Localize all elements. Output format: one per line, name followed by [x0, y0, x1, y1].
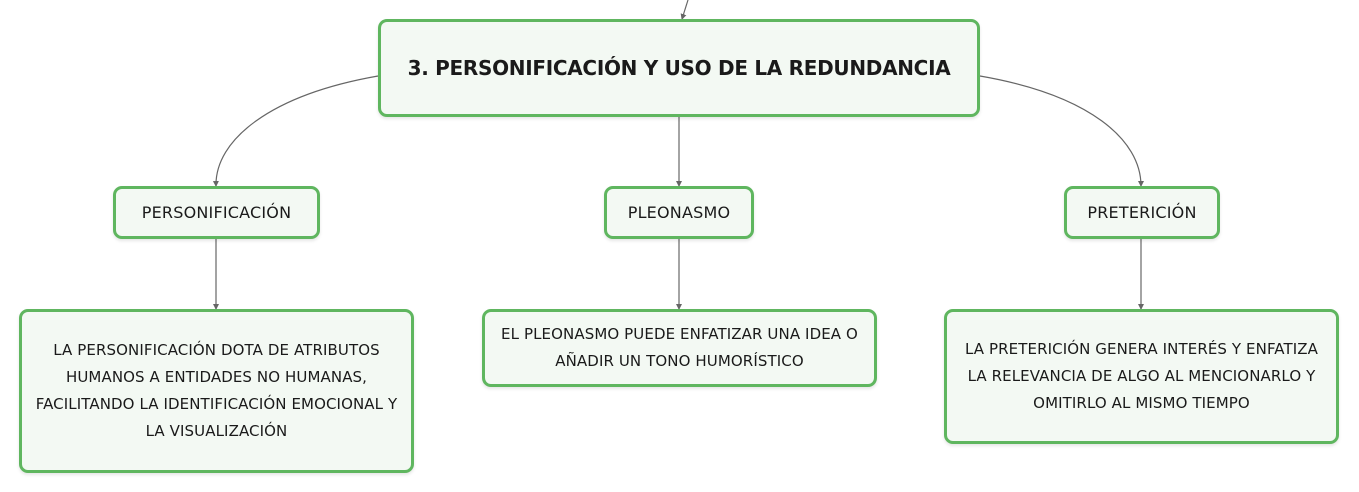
description-node-personificacion[interactable]: LA PERSONIFICACIÓN DOTA DE ATRIBUTOS HUM…	[19, 309, 414, 473]
topic-label: PLEONASMO	[627, 203, 731, 222]
topic-label: PERSONIFICACIÓN	[141, 203, 292, 222]
topic-label: PRETERICIÓN	[1087, 203, 1197, 222]
topic-node-pretericion[interactable]: PRETERICIÓN	[1064, 186, 1220, 239]
description-text: EL PLEONASMO PUEDE ENFATIZAR UNA IDEA O …	[501, 325, 858, 370]
description-node-pleonasmo[interactable]: EL PLEONASMO PUEDE ENFATIZAR UNA IDEA O …	[482, 309, 877, 387]
connector-root-personificacion	[212, 75, 379, 187]
description-node-pretericion[interactable]: LA PRETERICIÓN GENERA INTERÉS Y ENFATIZA…	[944, 309, 1339, 444]
topic-node-pleonasmo[interactable]: PLEONASMO	[604, 186, 754, 239]
description-text: LA PRETERICIÓN GENERA INTERÉS Y ENFATIZA…	[964, 340, 1319, 412]
root-title: 3. PERSONIFICACIÓN Y USO DE LA REDUNDANC…	[407, 56, 951, 80]
parent-connector	[680, 0, 689, 20]
connector-root-pretericion	[979, 75, 1144, 187]
description-text: LA PERSONIFICACIÓN DOTA DE ATRIBUTOS HUM…	[35, 341, 398, 440]
root-node[interactable]: 3. PERSONIFICACIÓN Y USO DE LA REDUNDANC…	[378, 19, 980, 117]
topic-node-personificacion[interactable]: PERSONIFICACIÓN	[113, 186, 320, 239]
